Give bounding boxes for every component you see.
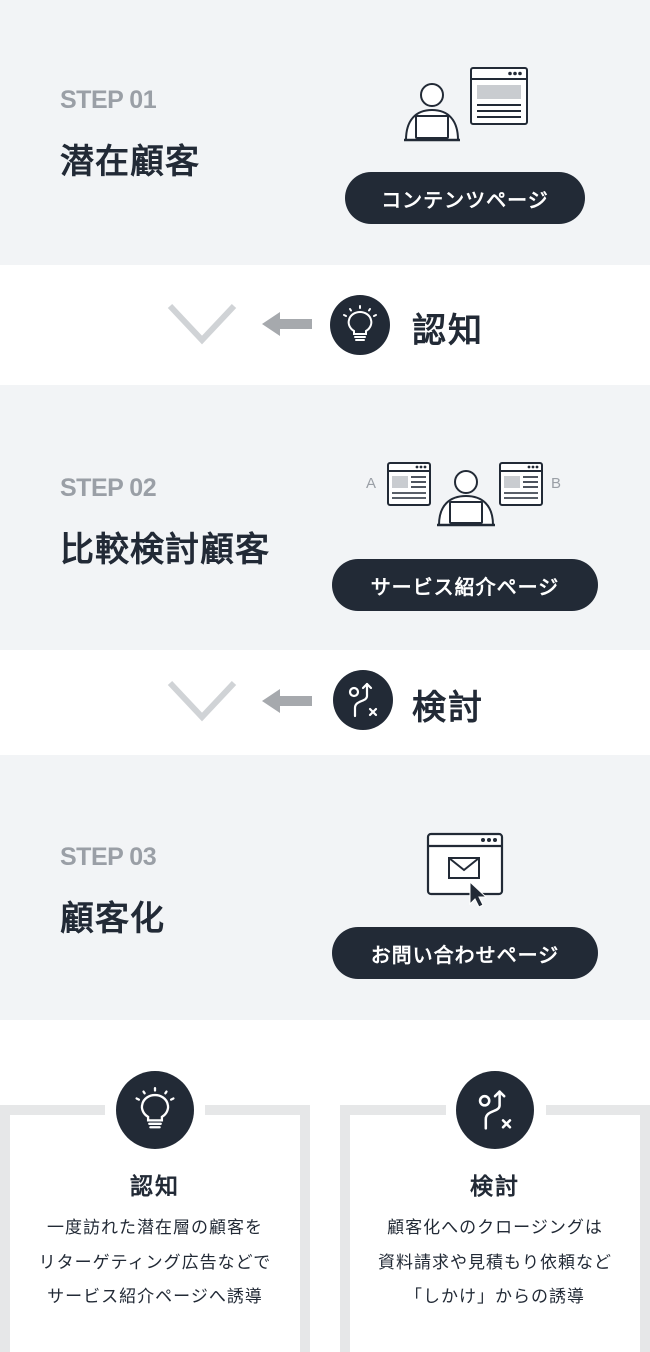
branch-route-circle: [333, 670, 393, 730]
lightbulb-icon: [343, 305, 377, 341]
step-03-panel: STEP 03 顧客化 お問い合わせページ: [0, 755, 650, 1020]
consideration-card-icon-circle: [456, 1071, 534, 1149]
step-01-label: STEP 01: [60, 86, 157, 114]
step-01-title: 潜在顧客: [60, 142, 200, 182]
page-b-window-icon: [499, 462, 543, 506]
consideration-card-title: 検討: [470, 1174, 520, 1200]
page-b-label: B: [551, 475, 562, 492]
contact-page-button[interactable]: お問い合わせページ: [332, 927, 598, 979]
step-01-panel: STEP 01 潜在顧客 コンテンツページ: [0, 0, 650, 265]
page-a-label: A: [366, 475, 377, 492]
step-02-label: STEP 02: [60, 474, 157, 502]
branch-route-icon: [348, 682, 378, 718]
awareness-card-body: 認知 一度訪れた潜在層の顧客を リターゲティング広告などで サービス紹介ページへ…: [10, 1115, 300, 1352]
chevron-down-icon: [167, 680, 237, 722]
step-02-title: 比較検討顧客: [60, 530, 270, 570]
step-03-title: 顧客化: [60, 899, 165, 939]
consideration-card-line: 「しかけ」からの誘導: [405, 1287, 585, 1307]
mail-window-icon: [426, 832, 504, 908]
awareness-card-line: リターゲティング広告などで: [38, 1253, 272, 1273]
page-a-window-icon: [387, 462, 431, 506]
arrow-left-icon: [262, 689, 312, 713]
step-02-panel: STEP 02 比較検討顧客 A B サービス紹介ページ: [0, 385, 650, 650]
branch-route-icon: [478, 1090, 512, 1130]
awareness-card-line: サービス紹介ページへ誘導: [47, 1287, 263, 1307]
awareness-card-line: 一度訪れた潜在層の顧客を: [47, 1218, 263, 1238]
transition-awareness-label: 認知: [412, 311, 484, 351]
chevron-down-icon: [167, 303, 237, 345]
arrow-left-icon: [262, 312, 312, 336]
consideration-card-line: 資料請求や見積もり依頼など: [378, 1253, 612, 1273]
transition-consideration: 検討: [0, 650, 650, 755]
consideration-card-body: 検討 顧客化へのクロージングは 資料請求や見積もり依頼など 「しかけ」からの誘導: [350, 1115, 640, 1352]
consideration-card-line: 顧客化へのクロージングは: [387, 1218, 603, 1238]
user-laptop-icon: [404, 83, 460, 142]
user-laptop-icon: [437, 470, 495, 527]
awareness-card-title: 認知: [130, 1174, 180, 1200]
browser-window-icon: [470, 67, 528, 125]
transition-consideration-label: 検討: [412, 688, 484, 728]
awareness-card: 認知 一度訪れた潜在層の顧客を リターゲティング広告などで サービス紹介ページへ…: [0, 1105, 310, 1352]
lightbulb-icon: [135, 1087, 175, 1129]
step-03-label: STEP 03: [60, 843, 157, 871]
lightbulb-circle: [330, 295, 390, 355]
transition-awareness: 認知: [0, 265, 650, 385]
awareness-card-icon-circle: [116, 1071, 194, 1149]
content-page-button[interactable]: コンテンツページ: [345, 172, 585, 224]
service-page-button[interactable]: サービス紹介ページ: [332, 559, 598, 611]
